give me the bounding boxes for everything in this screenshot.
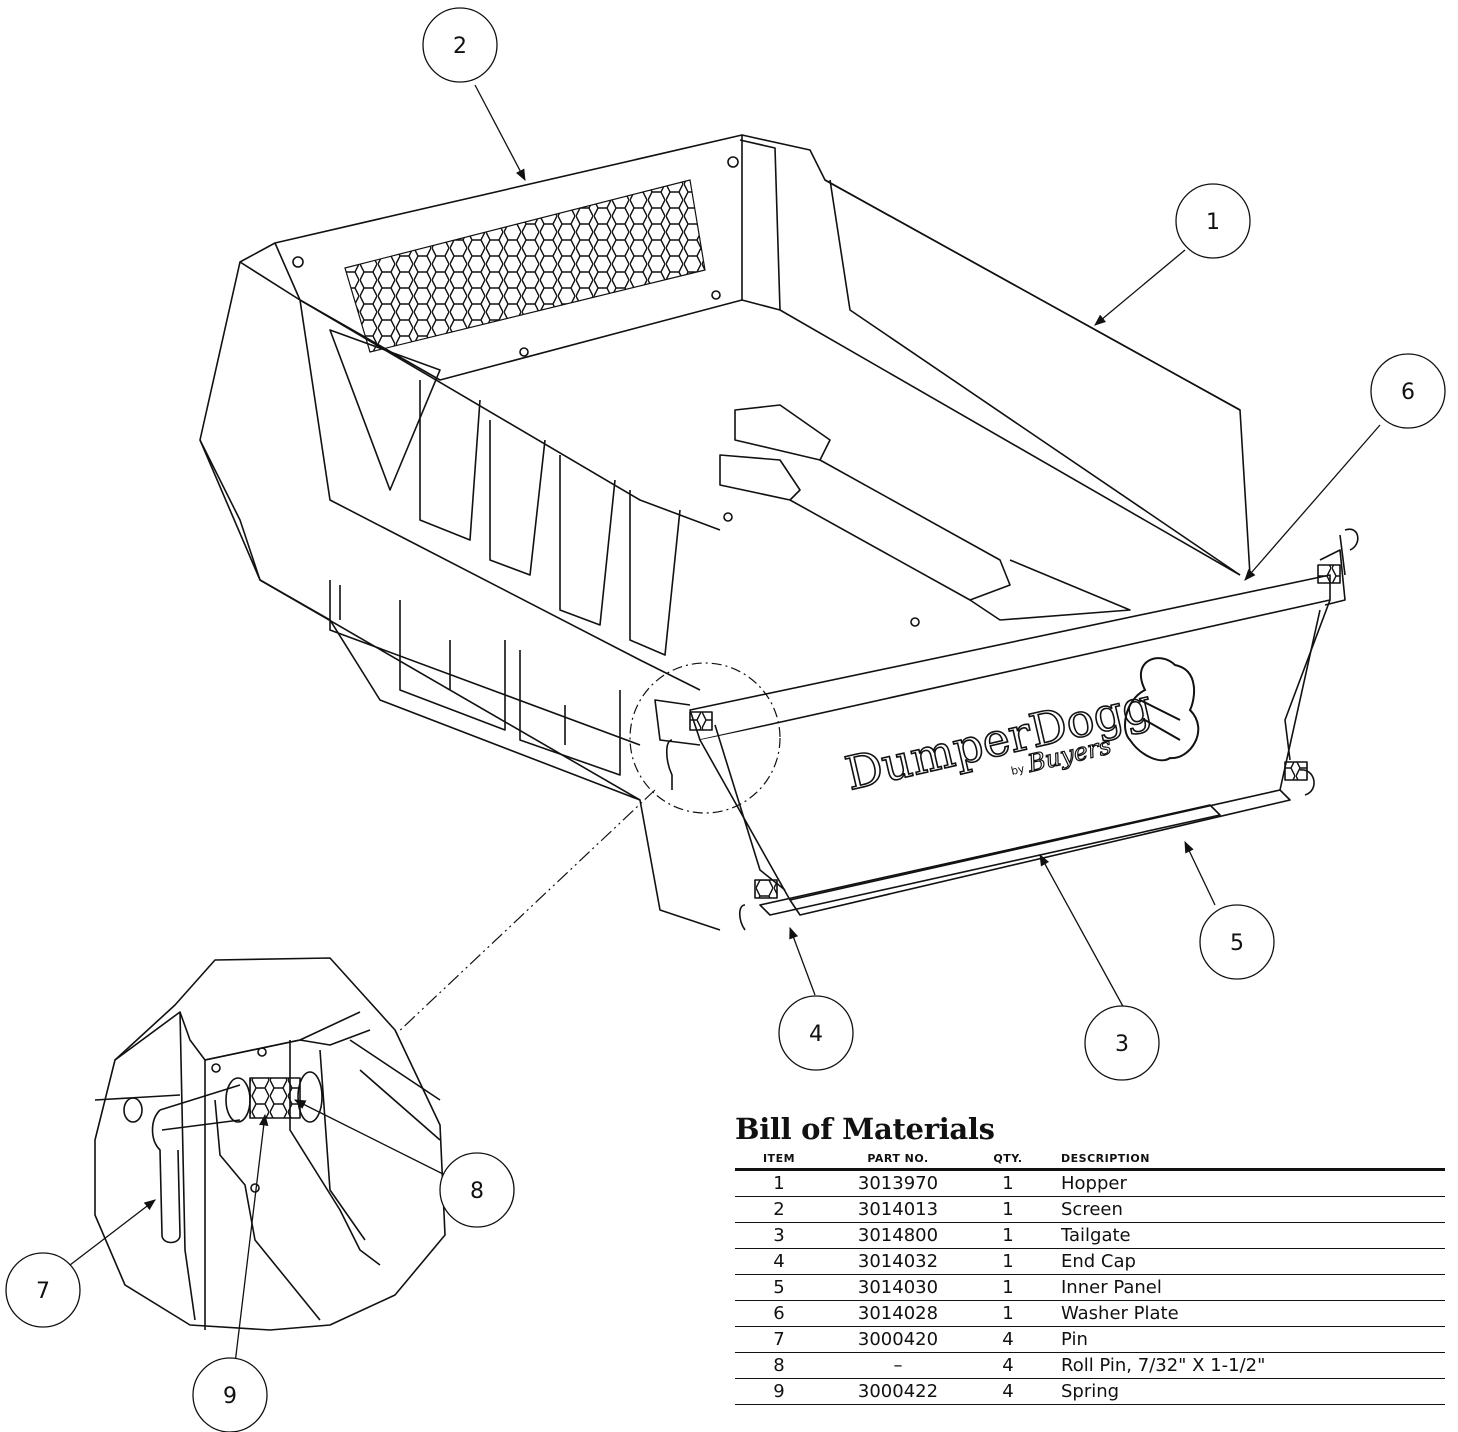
bom-item: 2	[735, 1196, 823, 1223]
dog-mascot-icon	[1124, 657, 1200, 762]
bom-item: 4	[735, 1248, 823, 1275]
balloon-4: 4	[778, 995, 854, 1071]
bom-description: Hopper	[1043, 1169, 1445, 1197]
bom-header-item: ITEM	[735, 1152, 823, 1171]
svg-text:6: 6	[1401, 380, 1415, 405]
bom-qty: 1	[973, 1300, 1043, 1327]
balloon-8: 8	[439, 1152, 515, 1228]
svg-text:7: 7	[36, 1279, 50, 1304]
balloon-7: 7	[5, 1252, 81, 1328]
bom-item: 5	[735, 1274, 823, 1301]
enlarged-detail-view	[94, 957, 446, 1331]
bom-part-no: 3014030	[823, 1274, 973, 1301]
logo-by-text: by	[1010, 762, 1027, 778]
svg-text:8: 8	[470, 1179, 484, 1204]
bom-qty: 4	[973, 1378, 1043, 1405]
balloon-6: 6	[1370, 353, 1446, 429]
bom-qty: 1	[973, 1169, 1043, 1197]
leader-arrows	[69, 84, 1381, 1406]
balloon-9: 9	[192, 1357, 268, 1432]
svg-text:9: 9	[223, 1384, 237, 1409]
svg-text:3: 3	[1115, 1032, 1129, 1057]
hex-mesh-screen	[344, 179, 706, 353]
balloon-2: 2	[422, 7, 498, 83]
bom-header-part-no: PART NO.	[823, 1152, 973, 1171]
detail-callout-circle	[629, 662, 781, 814]
bom-item: 3	[735, 1222, 823, 1249]
bom-description: Screen	[1043, 1196, 1445, 1223]
bom-title: Bill of Materials	[735, 1112, 995, 1146]
balloon-3: 3	[1084, 1005, 1160, 1081]
balloon-1: 1	[1175, 183, 1251, 259]
svg-text:4: 4	[809, 1022, 823, 1047]
svg-text:2: 2	[453, 34, 467, 59]
bom-item: 6	[735, 1300, 823, 1327]
svg-text:5: 5	[1230, 931, 1244, 956]
bom-part-no: 3014028	[823, 1300, 973, 1327]
bom-header-row: ITEM PART NO. QTY. DESCRIPTION	[735, 1152, 1445, 1171]
bom-part-no: 3000420	[823, 1326, 973, 1353]
bom-qty: 4	[973, 1326, 1043, 1353]
bom-description: Tailgate	[1043, 1222, 1445, 1249]
bom-header-description: DESCRIPTION	[1043, 1152, 1445, 1171]
bom-qty: 1	[973, 1248, 1043, 1275]
svg-text:1: 1	[1206, 210, 1220, 235]
bill-of-materials: Bill of Materials ITEM PART NO. QTY. DES…	[735, 1112, 1445, 1405]
bom-description: Pin	[1043, 1326, 1445, 1353]
bom-description: End Cap	[1043, 1248, 1445, 1275]
bom-part-no: –	[823, 1352, 973, 1379]
bom-description: Inner Panel	[1043, 1274, 1445, 1301]
bom-header-qty: QTY.	[973, 1152, 1043, 1171]
bom-part-no: 3014032	[823, 1248, 973, 1275]
bom-qty: 4	[973, 1352, 1043, 1379]
bom-description: Washer Plate	[1043, 1300, 1445, 1327]
bom-item: 9	[735, 1378, 823, 1405]
bom-description: Roll Pin, 7/32" X 1-1/2"	[1043, 1352, 1445, 1379]
bom-part-no: 3014013	[823, 1196, 973, 1223]
bom-item: 8	[735, 1352, 823, 1379]
detail-leader-line	[394, 789, 656, 1036]
bom-qty: 1	[973, 1222, 1043, 1249]
bom-qty: 1	[973, 1274, 1043, 1301]
balloon-5: 5	[1199, 904, 1275, 980]
bom-description: Spring	[1043, 1378, 1445, 1405]
bom-part-no: 3013970	[823, 1169, 973, 1197]
bom-part-no: 3014800	[823, 1222, 973, 1249]
hopper-body	[199, 134, 1359, 931]
bom-item: 1	[735, 1169, 823, 1197]
bom-qty: 1	[973, 1196, 1043, 1223]
bom-item: 7	[735, 1326, 823, 1353]
bom-part-no: 3000422	[823, 1378, 973, 1405]
